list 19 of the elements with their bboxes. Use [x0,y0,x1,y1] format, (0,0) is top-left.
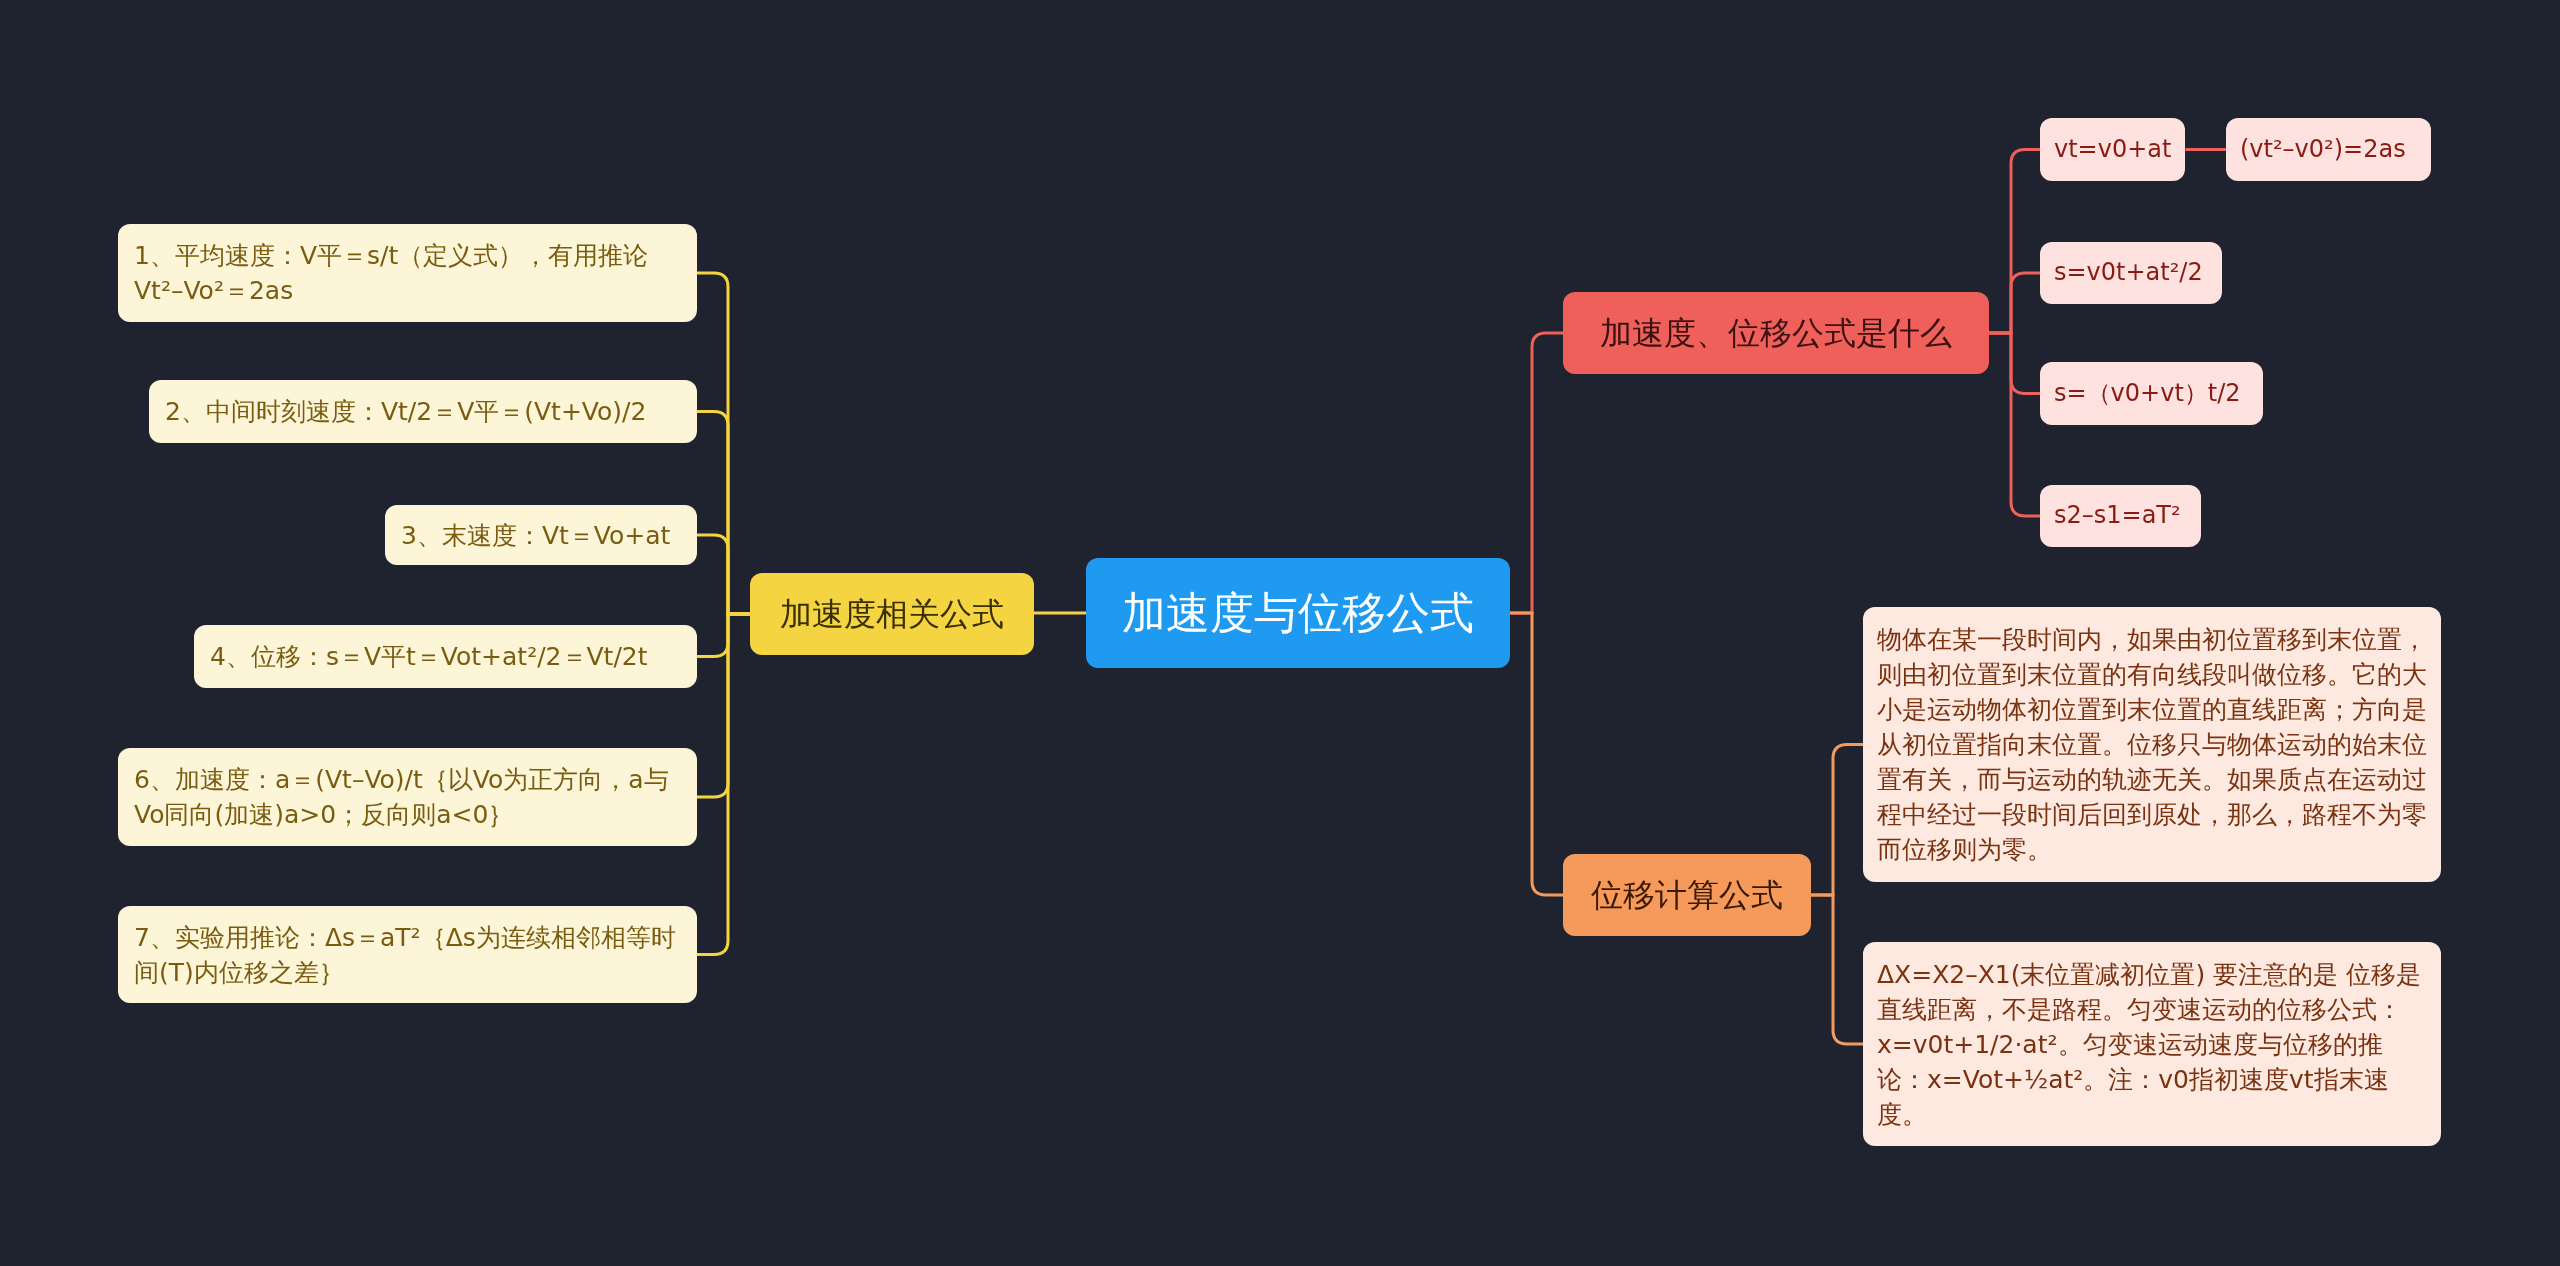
central-topic: 加速度与位移公式 [1086,558,1510,668]
subtopic-box: s2–s1=aT² [2040,485,2201,547]
branch-topic: 加速度、位移公式是什么 [1563,292,1989,374]
note-box: 物体在某一段时间内，如果由初位置移到末位置，则由初位置到末位置的有向线段叫做位移。它的大小是运动物体初位置到末位置的直线距离；方向是从初位置指向末位置。位移只与物体运动的始末位置有关，而与运动的轨迹无关。如果质点在运动过程中经过一段时间后回到原处，那么，路程不为零而位移则为零。 [1863,607,2441,882]
subtopic-box: vt=v0+at [2040,118,2186,181]
subtopic-box: 1、平均速度：V平＝s/t（定义式），有用推论Vt²–Vo²＝2as [118,224,697,322]
subtopic-box: (vt²–v0²)=2as [2226,118,2431,181]
subtopic-box: s=（v0+vt）t/2 [2040,362,2263,425]
subtopic-box: 4、位移：s＝V平t＝Vot+at²/2＝Vt/2t [194,625,697,688]
subtopic-box: 2、中间时刻速度：Vt/2＝V平＝(Vt+Vo)/2 [149,380,697,443]
subtopic-box: s=v0t+at²/2 [2040,242,2222,304]
branch-topic: 位移计算公式 [1563,854,1811,936]
subtopic-box: 6、加速度：a＝(Vt–Vo)/t｛以Vo为正方向，a与Vo同向(加速)a>0；反向则a<0｝ [118,748,697,846]
note-box: ΔX=X2–X1(末位置减初位置) 要注意的是 位移是直线距离，不是路程。匀变速运动的位移公式：x=v0t+1/2·at²。匀变速运动速度与位移的推论：x=Vot+½at²。注：v0指初速度vt指末速度。 [1863,942,2441,1146]
subtopic-box: 3、末速度：Vt＝Vo+at [385,505,697,565]
subtopic-box: 7、实验用推论：Δs＝aT²｛Δs为连续相邻相等时间(T)内位移之差｝ [118,906,697,1003]
branch-topic: 加速度相关公式 [750,573,1034,655]
connector-line [1034,611,1086,615]
connector-line [2185,148,2226,151]
